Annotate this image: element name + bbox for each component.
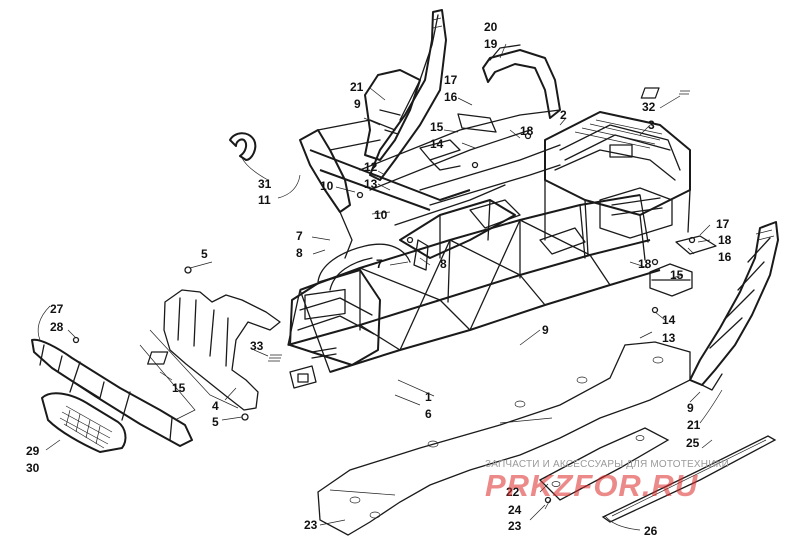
callout-17-right: 17 bbox=[716, 217, 730, 231]
callout-11: 11 bbox=[258, 193, 271, 207]
callout-13-left: 13 bbox=[364, 177, 378, 191]
decal-plate-32 bbox=[640, 87, 690, 99]
callout-7-mid: 7 bbox=[376, 257, 383, 271]
decal-plate-33 bbox=[147, 351, 282, 365]
callout-33: 33 bbox=[250, 339, 264, 353]
callout-28: 28 bbox=[50, 320, 64, 334]
callout-29: 29 bbox=[26, 444, 40, 458]
callout-3: 3 bbox=[648, 118, 655, 132]
callout-27: 27 bbox=[50, 302, 64, 316]
bumper-guard-plate bbox=[41, 392, 127, 453]
callout-17-upper: 17 bbox=[444, 73, 458, 87]
main-frame bbox=[287, 111, 691, 373]
callout-13-right: 13 bbox=[662, 331, 676, 345]
callout-30: 30 bbox=[26, 461, 40, 475]
callout-23-right: 23 bbox=[508, 519, 522, 533]
roll-cage bbox=[299, 9, 561, 259]
callout-14-upper: 14 bbox=[430, 137, 444, 151]
callout-10-lower: 10 bbox=[374, 208, 388, 222]
callout-14-lower: 14 bbox=[662, 313, 676, 327]
callout-18-right: 18 bbox=[718, 233, 732, 247]
callout-26: 26 bbox=[644, 524, 658, 538]
tow-hitch bbox=[289, 365, 317, 389]
callout-12: 12 bbox=[364, 160, 378, 174]
callout-2: 2 bbox=[560, 108, 567, 122]
leader-lines bbox=[37, 43, 723, 531]
side-skid-plate bbox=[538, 427, 670, 501]
cable-clamp bbox=[229, 132, 257, 161]
callout-21-top: 21 bbox=[350, 80, 364, 94]
callout-21-right: 21 bbox=[687, 418, 701, 432]
callout-5-top: 5 bbox=[201, 247, 208, 261]
callout-22: 22 bbox=[506, 485, 520, 499]
rocker-strip bbox=[601, 435, 777, 523]
callout-4: 4 bbox=[212, 399, 219, 413]
callout-8-left: 8 bbox=[296, 246, 303, 260]
callout-23-left: 23 bbox=[304, 518, 318, 532]
callout-16-upper: 16 bbox=[444, 90, 458, 104]
callout-15-upper: 15 bbox=[430, 120, 444, 134]
front-bumper bbox=[31, 338, 193, 447]
callout-6: 6 bbox=[425, 407, 432, 421]
callout-24: 24 bbox=[508, 503, 522, 517]
callout-18-mid: 18 bbox=[638, 257, 652, 271]
callout-31: 31 bbox=[258, 177, 272, 191]
callout-32: 32 bbox=[642, 100, 656, 114]
callout-1: 1 bbox=[425, 390, 432, 404]
callout-8-mid: 8 bbox=[440, 257, 447, 271]
callout-25: 25 bbox=[686, 436, 700, 450]
callout-9-top: 9 bbox=[354, 97, 361, 111]
callout-5-bottom: 5 bbox=[212, 415, 219, 429]
callout-7-left: 7 bbox=[296, 229, 303, 243]
right-side-panel bbox=[689, 221, 779, 391]
callout-labels: 1 2 3 4 5 5 6 7 7 8 8 9 9 9 10 10 11 12 … bbox=[26, 20, 732, 538]
callout-18-upper: 18 bbox=[520, 124, 534, 138]
callout-19: 19 bbox=[484, 37, 498, 51]
callout-20: 20 bbox=[484, 20, 498, 34]
callout-9-mid: 9 bbox=[542, 323, 549, 337]
rear-hitch-brackets bbox=[649, 235, 717, 297]
callout-16-right: 16 bbox=[718, 250, 732, 264]
callout-15-left: 15 bbox=[172, 381, 186, 395]
callout-9-right: 9 bbox=[687, 401, 694, 415]
callout-10-upper: 10 bbox=[320, 179, 334, 193]
front-fascia-bracket bbox=[139, 289, 281, 421]
callout-15-right: 15 bbox=[670, 268, 684, 282]
main-skid-plate bbox=[317, 341, 691, 536]
